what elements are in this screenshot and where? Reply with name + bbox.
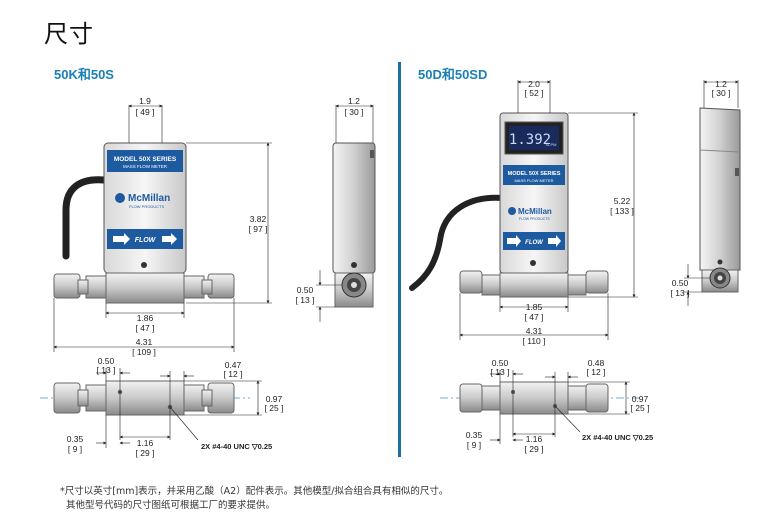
left-section-label: 50K和50S xyxy=(54,67,114,82)
right-logo-icon xyxy=(508,207,516,215)
right-bot-c: 0.35 xyxy=(466,430,483,440)
right-bot-h: 0.97 xyxy=(632,394,649,404)
right-dim-base: 1.85 xyxy=(526,302,543,312)
left-front-dims xyxy=(53,104,272,352)
right-screw-note: 2X #4-40 UNC ▽0.25 xyxy=(582,433,653,442)
left-logo-icon xyxy=(115,193,125,203)
page-title: 尺寸 xyxy=(44,20,94,48)
right-dim-height-mm: [ 133 ] xyxy=(610,206,634,216)
left-bottom-view xyxy=(40,380,250,416)
right-dim-total-mm: [ 110 ] xyxy=(523,336,546,346)
left-dim-height: 3.82 xyxy=(250,214,267,224)
left-bot-a: 0.50 xyxy=(98,356,115,366)
footnote-line2: 其他型号代码的尺寸图纸可根据工厂的要求提供。 xyxy=(66,500,276,511)
left-side-offset: 0.50 xyxy=(297,285,314,295)
left-side-dim-mm: [ 30 ] xyxy=(345,107,364,117)
left-side-offset-mm: [ 13 ] xyxy=(296,295,315,305)
right-flow-arrow-icon-2 xyxy=(548,235,561,247)
left-bottom-dims xyxy=(96,368,262,448)
right-display-unit: SLPM xyxy=(546,142,557,147)
right-bot-b-mm: [ 12 ] xyxy=(587,367,606,377)
right-bot-d: 1.16 xyxy=(526,434,543,444)
left-dim-height-mm: [ 97 ] xyxy=(249,224,268,234)
left-bot-c: 0.35 xyxy=(67,434,84,444)
left-dim-base-mm: [ 47 ] xyxy=(136,323,155,333)
left-side-dim: 1.2 xyxy=(348,96,360,106)
left-brand-sub: FLOW PRODUCTS xyxy=(129,204,164,209)
left-bot-a-mm: [ 13 ] xyxy=(97,365,116,375)
footnote-line1: *尺寸以英寸[mm]表示，并采用乙酸（A2）配件表示。其他模型/拟合组合具有相似… xyxy=(60,486,449,497)
right-dim-height: 5.22 xyxy=(614,196,631,206)
left-front-view: MODEL 50X SERIES MASS FLOW METER McMilla… xyxy=(53,142,235,304)
right-side-dim: 1.2 xyxy=(715,79,727,89)
left-brand: McMillan xyxy=(128,193,170,204)
right-display-value: 1.392 xyxy=(509,132,551,148)
left-model-line2: MASS FLOW METER xyxy=(123,164,168,169)
right-bot-b: 0.48 xyxy=(588,358,605,368)
right-model-line1: MODEL 50X SERIES xyxy=(508,171,561,177)
right-side-dims xyxy=(684,80,739,306)
left-model-line1: MODEL 50X SERIES xyxy=(114,156,177,163)
right-dim-total: 4.31 xyxy=(526,326,543,336)
left-bot-d: 1.16 xyxy=(137,438,154,448)
left-bot-h: 0.97 xyxy=(266,394,283,404)
right-dim-top-mm: [ 52 ] xyxy=(525,88,544,98)
right-brand: McMillan xyxy=(518,207,552,216)
left-dim-total: 4.31 xyxy=(136,337,153,347)
right-side-dim-mm: [ 30 ] xyxy=(712,88,731,98)
right-flow-arrow-icon xyxy=(507,235,521,247)
right-bot-d-mm: [ 29 ] xyxy=(525,444,544,454)
left-dim-top-mm: [ 49 ] xyxy=(136,107,155,117)
left-bot-d-mm: [ 29 ] xyxy=(136,448,155,458)
left-bot-b-mm: [ 12 ] xyxy=(224,369,243,379)
left-bot-c-mm: [ 9 ] xyxy=(68,444,82,454)
right-side-offset-mm: [ 13 ] xyxy=(671,288,690,298)
left-dim-base: 1.86 xyxy=(137,313,154,323)
left-flow-arrow-icon xyxy=(113,233,130,245)
drawings: MODEL 50X SERIES MASS FLOW METER McMilla… xyxy=(40,79,741,458)
right-bottom-dims xyxy=(490,370,630,444)
left-screw-note: 2X #4-40 UNC ▽0.25 xyxy=(201,442,272,451)
right-section-label: 50D和50SD xyxy=(418,67,488,82)
right-dim-top: 2.0 xyxy=(528,79,540,89)
left-dim-top: 1.9 xyxy=(139,96,151,106)
left-flow-arrow-icon-2 xyxy=(162,233,177,245)
right-model-line2: MASS FLOW METER xyxy=(514,178,553,183)
left-bot-b: 0.47 xyxy=(225,360,242,370)
right-bottom-view xyxy=(440,381,640,415)
right-bot-c-mm: [ 9 ] xyxy=(467,440,481,450)
left-side-dims xyxy=(316,104,374,322)
right-bot-h-mm: [ 25 ] xyxy=(631,403,650,413)
right-front-view: 1.392 SLPM MODEL 50X SERIES MASS FLOW ME… xyxy=(409,112,609,298)
right-side-view xyxy=(699,107,741,293)
left-flow-label: FLOW xyxy=(135,237,157,244)
right-dim-base-mm: [ 47 ] xyxy=(525,312,544,322)
right-brand-sub: FLOW PRODUCTS xyxy=(519,217,550,221)
right-flow-label: FLOW xyxy=(525,240,544,246)
right-bot-a-mm: [ 13 ] xyxy=(491,367,510,377)
section-divider xyxy=(398,62,401,457)
left-side-view xyxy=(332,142,376,308)
right-side-offset: 0.50 xyxy=(672,278,689,288)
right-front-dims xyxy=(459,80,638,340)
right-bot-a: 0.50 xyxy=(492,358,509,368)
left-bot-h-mm: [ 25 ] xyxy=(265,403,284,413)
left-dim-total-mm: [ 109 ] xyxy=(132,347,156,357)
